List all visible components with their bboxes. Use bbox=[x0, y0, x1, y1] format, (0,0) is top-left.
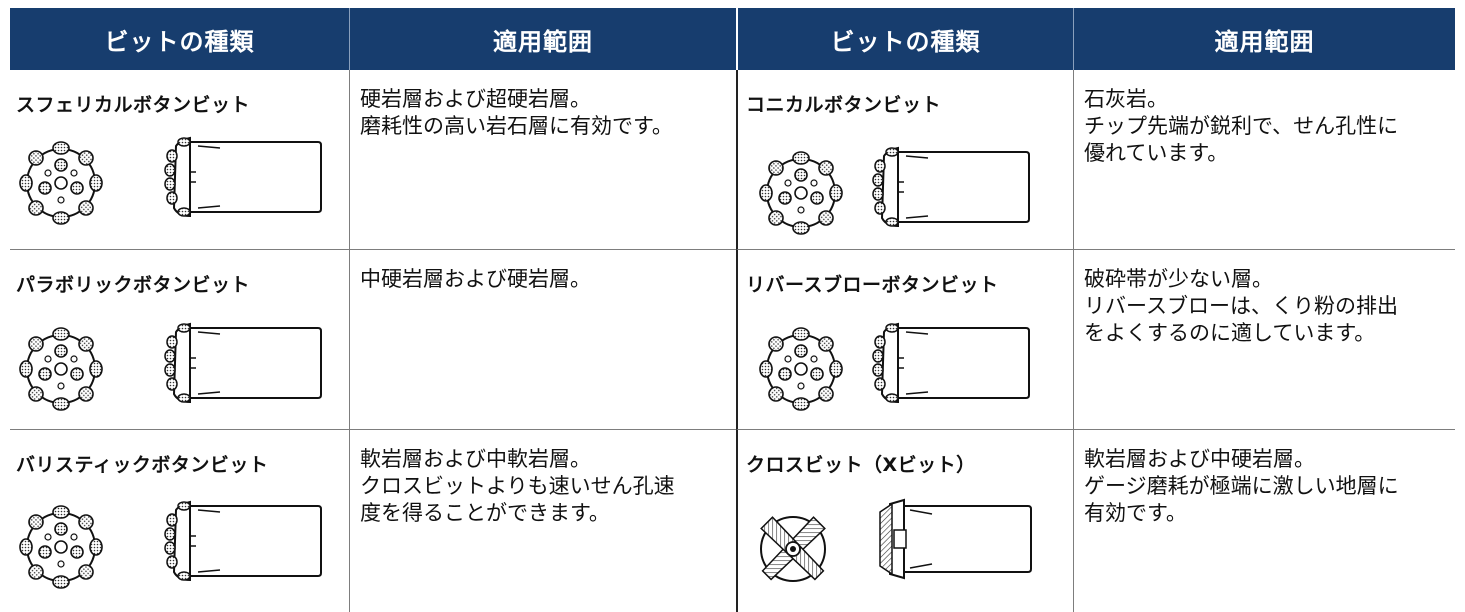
header-bit-type-right: ビットの種類 bbox=[736, 8, 1073, 70]
application-text: 石灰岩。 チップ先端が鋭利で、せん孔性に 優れています。 bbox=[1084, 87, 1399, 165]
bit-type-table: ビットの種類 適用範囲 ビットの種類 適用範囲 スフェリカルボタンビット 硬岩層… bbox=[10, 8, 1455, 612]
bit-name: パラボリックボタンビット bbox=[16, 274, 251, 296]
button-bit-side-icon bbox=[164, 501, 322, 581]
bit-cell-ballistic: バリスティックボタンビット bbox=[10, 430, 349, 612]
cross-bit-side-icon bbox=[879, 499, 1032, 579]
button-bit-front-icon bbox=[19, 141, 103, 225]
header-application-right: 適用範囲 bbox=[1073, 8, 1455, 70]
button-bit-side-icon bbox=[164, 323, 322, 403]
bit-name: リバースブローボタンビット bbox=[746, 274, 999, 296]
bit-name: コニカルボタンビット bbox=[746, 94, 942, 116]
application-text: 硬岩層および超硬岩層。 磨耗性の高い岩石層に有効です。 bbox=[360, 87, 673, 138]
cross-bit-front-icon bbox=[760, 516, 826, 582]
bit-cell-parabolic: パラボリックボタンビット bbox=[10, 250, 349, 430]
application-cell: 硬岩層および超硬岩層。 磨耗性の高い岩石層に有効です。 bbox=[349, 70, 736, 250]
application-text: 破砕帯が少ない層。 リバースブローは、くり粉の排出 をよくするのに適しています。 bbox=[1084, 267, 1398, 345]
bit-cell-spherical: スフェリカルボタンビット bbox=[10, 70, 349, 250]
header-bit-type-left: ビットの種類 bbox=[10, 8, 349, 70]
bit-cell-reverse-blow: リバースブローボタンビット bbox=[736, 250, 1073, 430]
button-bit-side-icon bbox=[872, 323, 1030, 403]
application-text: 軟岩層および中軟岩層。 クロスビットよりも速いせん孔速 度を得ることができます。 bbox=[360, 447, 675, 525]
header-application-left: 適用範囲 bbox=[349, 8, 736, 70]
application-cell: 中硬岩層および硬岩層。 bbox=[349, 250, 736, 430]
bit-cell-conical: コニカルボタンビット bbox=[736, 70, 1073, 250]
application-cell: 石灰岩。 チップ先端が鋭利で、せん孔性に 優れています。 bbox=[1073, 70, 1455, 250]
button-bit-front-icon bbox=[19, 327, 103, 411]
application-cell: 軟岩層および中軟岩層。 クロスビットよりも速いせん孔速 度を得ることができます。 bbox=[349, 430, 736, 612]
button-bit-front-icon bbox=[759, 151, 843, 235]
application-cell: 軟岩層および中硬岩層。 ゲージ磨耗が極端に激しい地層に 有効です。 bbox=[1073, 430, 1455, 612]
application-text: 中硬岩層および硬岩層。 bbox=[360, 267, 591, 291]
application-cell: 破砕帯が少ない層。 リバースブローは、くり粉の排出 をよくするのに適しています。 bbox=[1073, 250, 1455, 430]
application-text: 軟岩層および中硬岩層。 ゲージ磨耗が極端に激しい地層に 有効です。 bbox=[1084, 447, 1399, 525]
button-bit-side-icon bbox=[164, 137, 322, 217]
bit-name: スフェリカルボタンビット bbox=[16, 94, 251, 116]
button-bit-front-icon bbox=[759, 327, 843, 411]
button-bit-front-icon bbox=[19, 505, 103, 589]
bit-cell-cross: クロスビット（Xビット） bbox=[736, 430, 1073, 612]
button-bit-side-icon bbox=[872, 147, 1030, 227]
bit-name: バリスティックボタンビット bbox=[16, 454, 269, 476]
bit-name: クロスビット（Xビット） bbox=[746, 454, 976, 476]
